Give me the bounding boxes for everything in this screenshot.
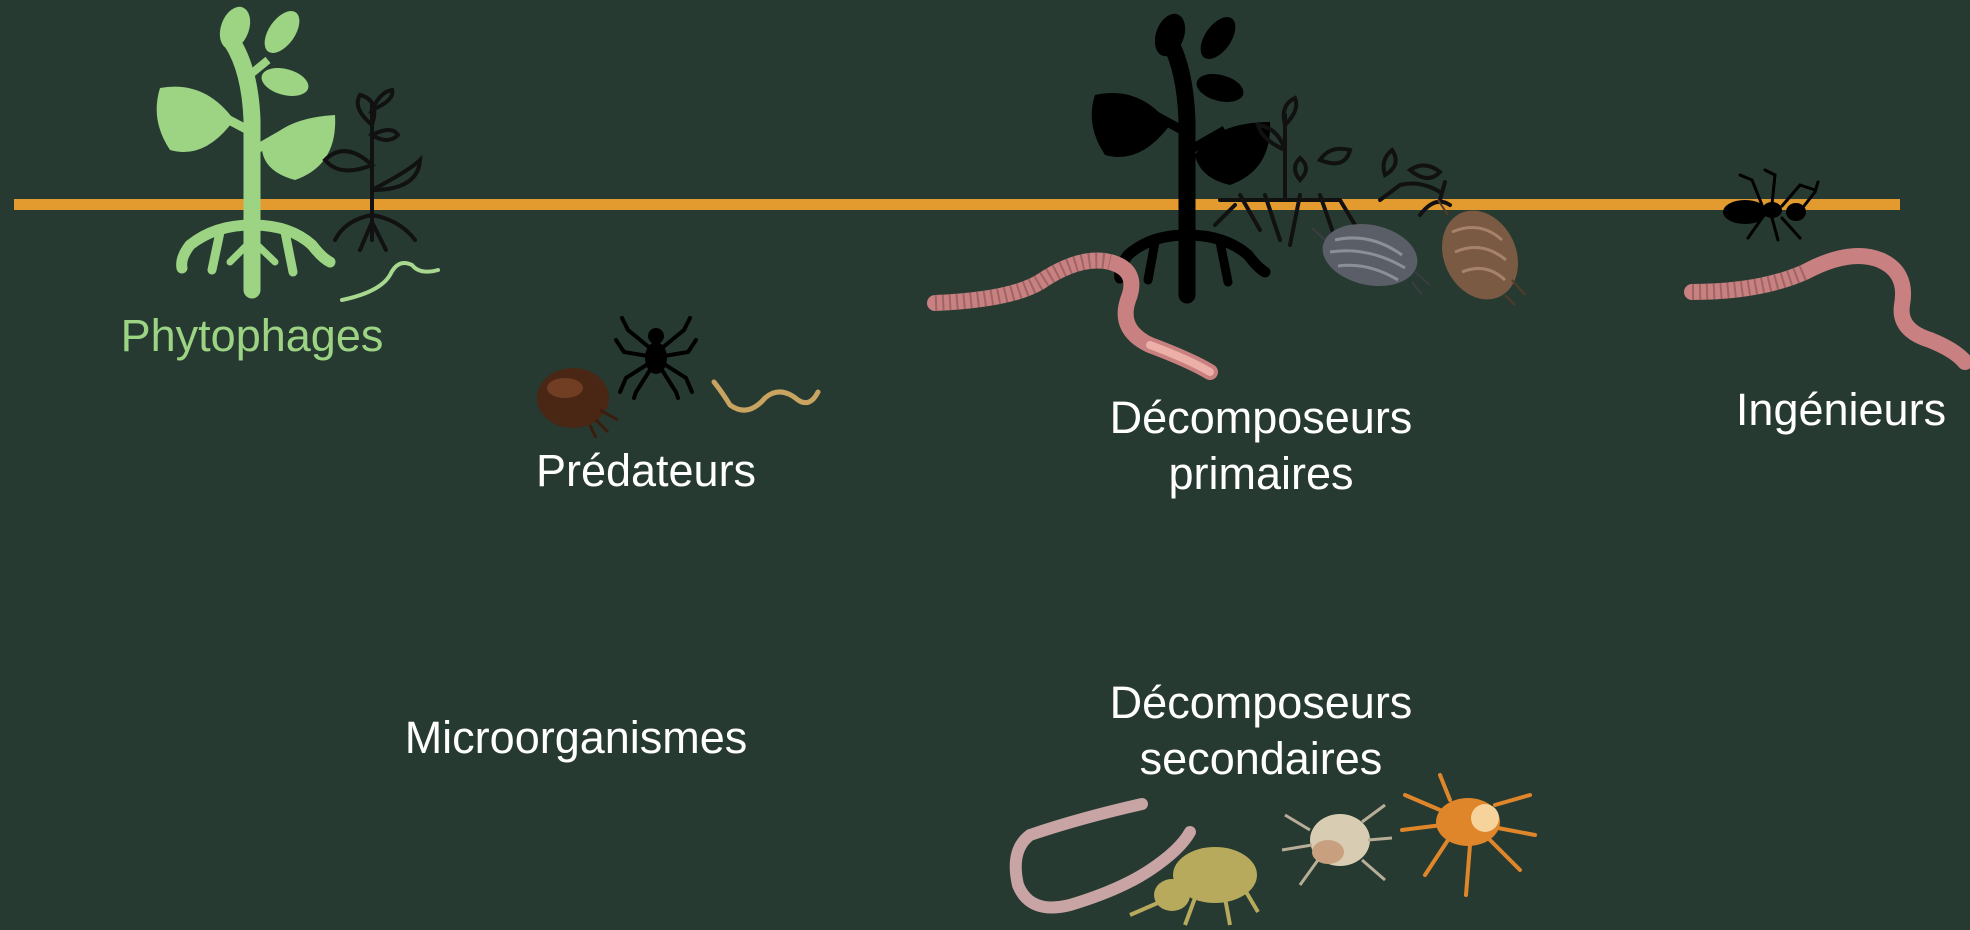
plant-green-icon (157, 3, 336, 290)
spider-icon (616, 318, 696, 398)
nematode-tan-icon (714, 382, 818, 410)
label-microorganismes: Microorganismes (405, 710, 748, 766)
label-line: Phytophages (121, 308, 384, 364)
label-line: Décomposeurs (1110, 390, 1413, 446)
seedling-outline-icon (325, 90, 420, 250)
label-line: Microorganismes (405, 710, 748, 766)
earthworm-ingenieurs-icon (1692, 256, 1965, 362)
label-predateurs: Prédateurs (536, 443, 756, 499)
label-decomposeurs-primaires: Décomposeurs primaires (1110, 390, 1413, 502)
woodlouse-brown-icon (1428, 198, 1532, 312)
label-line: secondaires (1110, 731, 1413, 787)
label-line: Prédateurs (536, 443, 756, 499)
label-line: Ingénieurs (1736, 382, 1946, 438)
mite-white-icon (1282, 805, 1392, 885)
label-line: primaires (1110, 446, 1413, 502)
springtail-icon (1130, 847, 1258, 925)
ant-icon (1723, 170, 1818, 240)
earthworm-icon (935, 261, 1210, 372)
beetle-icon (537, 368, 618, 438)
nematode-green-icon (342, 263, 438, 300)
mite-orange-icon (1402, 775, 1535, 895)
label-line: Décomposeurs (1110, 675, 1413, 731)
label-phytophages: Phytophages (121, 308, 384, 364)
plant-black-icon (1092, 10, 1270, 295)
label-ingenieurs: Ingénieurs (1736, 382, 1946, 438)
label-decomposeurs-secondaires: Décomposeurs secondaires (1110, 675, 1413, 787)
